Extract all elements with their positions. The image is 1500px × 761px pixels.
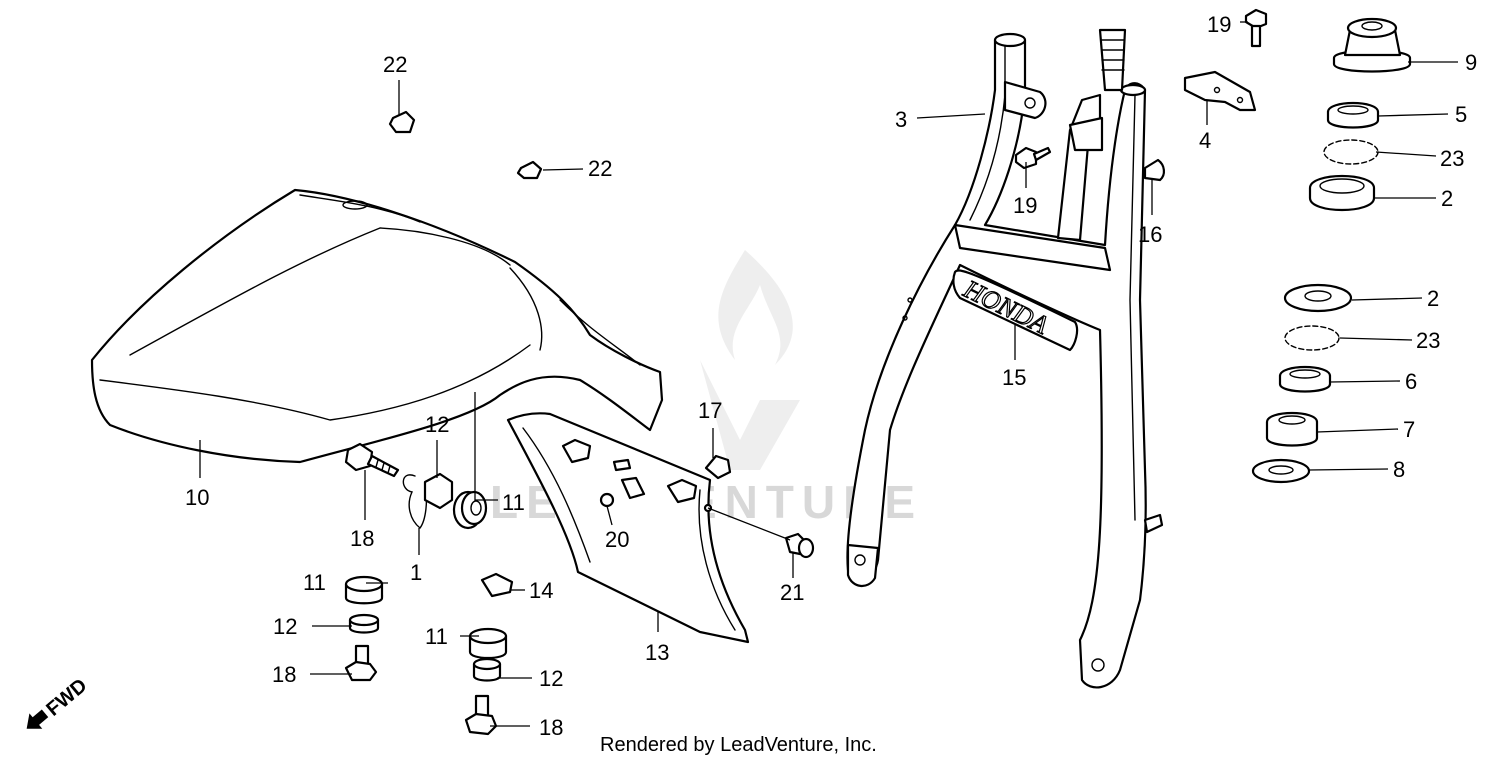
callout-labels: 22 22 10 18 1 12 11 11 12 18 11 12 18 14… (185, 12, 1477, 740)
callout-11: 11 (303, 570, 326, 595)
callout-3: 3 (895, 107, 907, 132)
callout-18: 18 (539, 715, 563, 740)
callout-18: 18 (272, 662, 296, 687)
rubber-pad-14 (480, 572, 514, 598)
nut-22-lower (516, 160, 543, 180)
cone-race-5 (1326, 102, 1380, 129)
collar-12-middle (472, 657, 502, 682)
callout-5: 5 (1455, 102, 1467, 127)
collar-12-left (348, 613, 380, 634)
callout-12: 12 (539, 666, 563, 691)
fwd-label: FWD (42, 675, 91, 721)
callout-19: 19 (1013, 193, 1037, 218)
rivet-21 (784, 532, 815, 559)
callout-22: 22 (588, 156, 612, 181)
footer-credit: Rendered by LeadVenture, Inc. (600, 734, 877, 756)
bolt-19-top (1244, 8, 1268, 48)
clip-16 (1143, 158, 1165, 182)
leader-lines (199, 21, 1458, 727)
callout-11: 11 (502, 490, 525, 515)
number-plate (506, 412, 750, 644)
washer-8 (1251, 458, 1311, 484)
ball-race-2-lower (1283, 283, 1353, 313)
bolt-18-left (344, 644, 378, 682)
callout-2: 2 (1441, 186, 1453, 211)
fwd-arrow-icon (26, 709, 49, 729)
bracket-4 (1183, 70, 1257, 112)
callout-23: 23 (1416, 328, 1440, 353)
dust-seal-7 (1265, 412, 1319, 447)
grommet-11-upper (452, 490, 488, 530)
callout-16: 16 (1138, 222, 1162, 247)
callout-10: 10 (185, 485, 209, 510)
callout-13: 13 (645, 640, 669, 665)
bolt-19-middle (1014, 146, 1052, 170)
grommet-11-left (344, 575, 384, 605)
steel-balls-23-lower (1284, 325, 1340, 351)
callout-23: 23 (1440, 146, 1464, 171)
callout-14: 14 (529, 578, 553, 603)
callout-11: 11 (425, 624, 448, 649)
cone-race-6 (1278, 366, 1332, 393)
callout-21: 21 (780, 580, 804, 605)
screw-17 (704, 454, 732, 480)
callout-22: 22 (383, 52, 407, 77)
front-fender (90, 188, 664, 464)
callout-17: 17 (698, 398, 722, 423)
steel-balls-23-upper (1323, 139, 1379, 165)
fork-bridge (846, 28, 1164, 689)
grommet-11-middle (468, 627, 508, 660)
callout-8: 8 (1393, 457, 1405, 482)
bolt-18-middle (464, 694, 498, 736)
callout-18: 18 (350, 526, 374, 551)
callout-2: 2 (1427, 286, 1439, 311)
fwd-direction-marker: FWD (26, 675, 91, 729)
clip-1 (402, 472, 454, 529)
ball-race-2-upper (1308, 174, 1376, 212)
callout-20: 20 (605, 527, 629, 552)
callout-15: 15 (1002, 365, 1026, 390)
nut-22-upper (388, 110, 416, 134)
callout-12: 12 (273, 614, 297, 639)
callout-7: 7 (1403, 417, 1415, 442)
callout-4: 4 (1199, 128, 1211, 153)
callout-6: 6 (1405, 369, 1417, 394)
callout-12: 12 (425, 412, 449, 437)
callout-9: 9 (1465, 50, 1477, 75)
callout-1: 1 (410, 560, 422, 585)
bolt-18-upper (344, 442, 400, 478)
callout-19: 19 (1207, 12, 1231, 37)
nut-9 (1332, 17, 1412, 73)
